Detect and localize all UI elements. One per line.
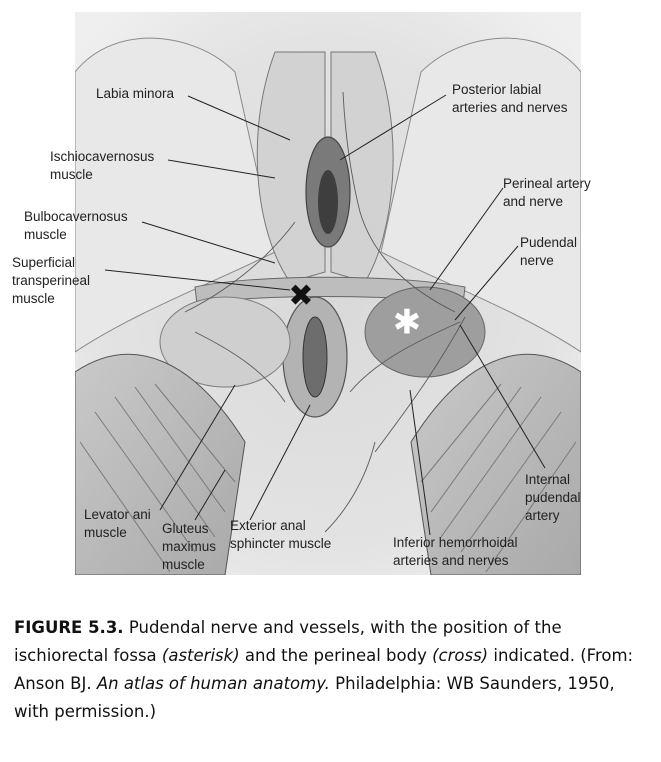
leader-lines — [104, 94, 546, 536]
caption-asterisk-word: (asterisk) — [161, 646, 240, 665]
label-labia-minora: Labia minora — [96, 86, 175, 101]
figure-number: FIGURE 5.3. — [14, 618, 124, 637]
perineal-body-cross-marker: ✖ — [288, 279, 313, 314]
caption-cross-word: (cross) — [432, 646, 489, 665]
caption-book-title: An atlas of human anatomy. — [96, 674, 330, 693]
perineum-illustration: ✖ ✱ — [75, 12, 581, 575]
caption-text-2: and the perineal body — [239, 646, 433, 665]
figure-caption: FIGURE 5.3. Pudendal nerve and vessels, … — [14, 614, 654, 726]
caption-text-1: Pudendal nerve and vessels, with the pos… — [14, 618, 562, 665]
caption-text-3: indicated. (From: Anson BJ. — [14, 646, 634, 693]
ischiorectal-fossa-asterisk-marker: ✱ — [393, 303, 422, 343]
caption-text-4: Philadelphia: WB Saunders, 1950, with pe… — [14, 674, 615, 721]
